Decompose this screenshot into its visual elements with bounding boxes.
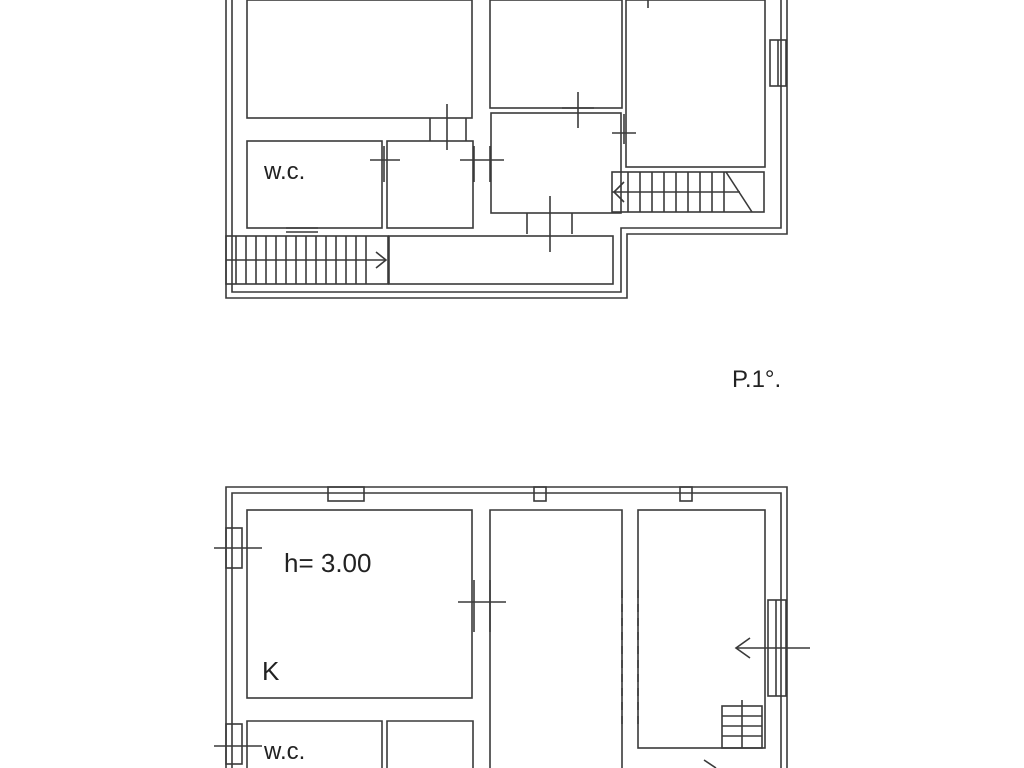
lower-door-marks bbox=[458, 580, 506, 632]
upper-room-small bbox=[386, 140, 474, 229]
upper-hall bbox=[490, 112, 622, 214]
lower-inner-wall bbox=[231, 492, 782, 768]
lower-floor-plan bbox=[214, 486, 810, 768]
lower-wc-label: w.c. bbox=[264, 738, 306, 765]
upper-window-right bbox=[769, 39, 787, 87]
lower-dashed-partition bbox=[621, 590, 639, 730]
lower-room-kitchen bbox=[246, 509, 473, 699]
lower-window-top bbox=[327, 486, 693, 502]
upper-room-middle bbox=[489, 0, 623, 109]
upper-outer-wall bbox=[225, 0, 788, 299]
upper-corridor bbox=[388, 235, 614, 285]
lower-room-small bbox=[386, 720, 474, 768]
lower-room-central bbox=[489, 509, 623, 768]
lower-window-right bbox=[734, 599, 810, 697]
floor-level-label: P.1°. bbox=[732, 366, 782, 393]
upper-floor-plan bbox=[225, 0, 788, 299]
upper-room-right bbox=[625, 0, 766, 168]
ceiling-height-label: h= 3.00 bbox=[284, 548, 372, 578]
upper-stair-left bbox=[225, 235, 389, 285]
lower-window-left bbox=[214, 527, 262, 765]
lower-stair bbox=[703, 700, 763, 768]
lower-room-wc bbox=[246, 720, 383, 768]
kitchen-label: K bbox=[262, 656, 280, 686]
lower-room-right bbox=[637, 509, 766, 749]
upper-stair-right bbox=[611, 171, 765, 213]
upper-room-large bbox=[246, 0, 473, 119]
upper-inner-wall bbox=[231, 0, 782, 293]
upper-wc-label: w.c. bbox=[264, 158, 306, 185]
upper-door-marks bbox=[286, 0, 649, 252]
lower-outer-wall bbox=[225, 486, 788, 768]
